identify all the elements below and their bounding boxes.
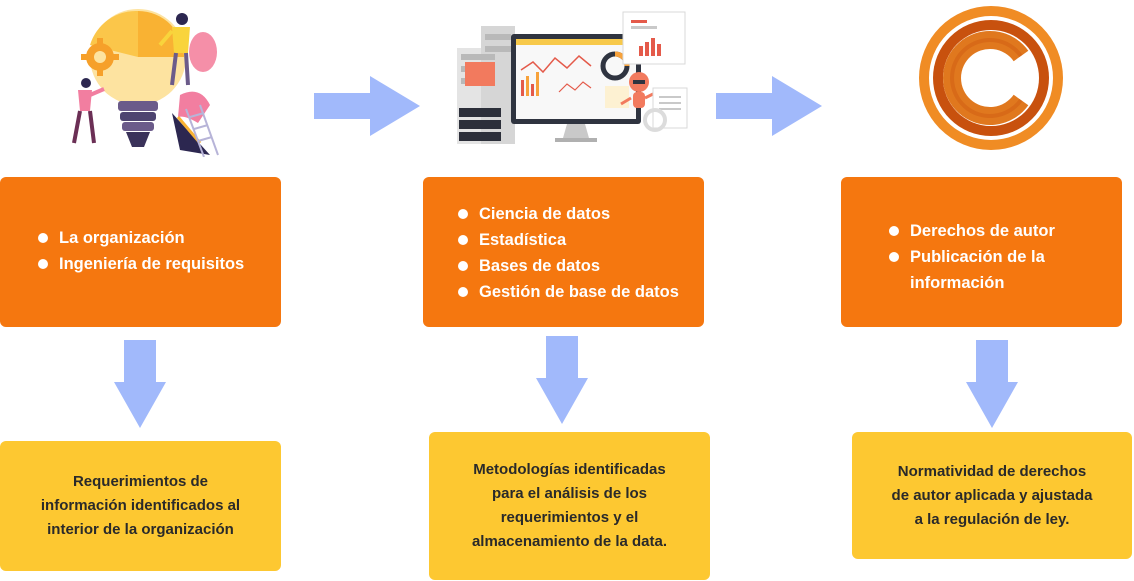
arrow-right-1	[314, 76, 420, 136]
data-dashboard-illustration	[455, 10, 695, 145]
stage-1-topics-box: La organización Ingeniería de requisitos	[0, 177, 281, 327]
stage-2-topics-box: Ciencia de datos Estadística Bases de da…	[423, 177, 704, 327]
result-line: para el análisis de los	[491, 485, 648, 502]
result-line: información identificados al	[40, 497, 241, 514]
result-line: de autor aplicada y ajustada	[891, 486, 1093, 504]
topic-item: Derechos de autor	[889, 218, 1089, 244]
stage-3-result-box: Normatividad de derechos de autor aplica…	[852, 432, 1132, 559]
result-line: almacenamiento de la data.	[471, 533, 668, 550]
lightbulb-teamwork-illustration	[60, 5, 220, 157]
topic-item: La organización	[38, 225, 244, 251]
topic-item: Publicación de la información	[889, 244, 1089, 296]
result-line: interior de la organización	[47, 521, 234, 538]
topic-item: Estadística	[458, 227, 679, 253]
stage-2-result-box: Metodologías identificadas para el análi…	[429, 432, 710, 580]
stage-3-topics-box: Derechos de autor Publicación de la info…	[841, 177, 1122, 327]
topic-item: Gestión de base de datos	[458, 279, 679, 305]
stage-1-result-box: Requerimientos de información identifica…	[0, 441, 281, 571]
arrow-down-1	[114, 340, 166, 428]
arrow-down-3	[966, 340, 1018, 428]
topic-item: Ingeniería de requisitos	[38, 251, 244, 277]
result-line: requerimientos y el	[500, 509, 639, 526]
topic-item: Bases de datos	[458, 253, 679, 279]
result-line: Requerimientos de	[72, 473, 208, 490]
arrow-down-2	[536, 336, 588, 424]
arrow-right-2	[716, 76, 822, 136]
copyright-icon	[917, 4, 1065, 152]
topic-item: Ciencia de datos	[458, 201, 679, 227]
result-line: a la regulación de ley.	[914, 510, 1070, 528]
result-line: Metodologías identificadas	[473, 461, 666, 478]
result-line: Normatividad de derechos	[897, 462, 1087, 480]
